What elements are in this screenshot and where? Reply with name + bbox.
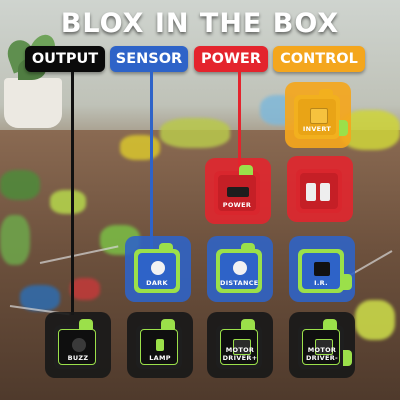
connector-tab	[343, 274, 352, 290]
background-blocks	[120, 135, 160, 160]
module-invert: INVERT	[294, 89, 348, 139]
module-dark: DARK	[134, 243, 180, 293]
module-label: LAMP	[149, 354, 171, 362]
category-control: CONTROL	[273, 46, 365, 72]
plant-pot	[4, 78, 62, 128]
module-buzz: BUZZ	[54, 319, 100, 369]
page-title: BLOX IN THE BOX	[60, 8, 340, 39]
module-body: DARK	[138, 253, 176, 289]
module-tile-power: POWER	[205, 158, 271, 224]
category-output: OUTPUT	[25, 46, 105, 72]
module-tile-ir: I.R.	[289, 236, 355, 302]
category-power: POWER	[194, 46, 268, 72]
module-tile-dark: DARK	[125, 236, 191, 302]
module-ir: I.R.	[298, 249, 352, 293]
background-blocks	[160, 118, 230, 148]
background-blocks	[0, 170, 40, 200]
connector-tab	[161, 319, 175, 329]
connector-icon	[306, 183, 316, 201]
module-distance: DISTANCE	[216, 243, 262, 293]
module-body	[300, 173, 338, 209]
module-tile-motor-driver-plus: MOTOR DRIVER+	[207, 312, 273, 378]
module-label: MOTOR DRIVER+	[222, 346, 258, 362]
module-tile-buzz: BUZZ	[45, 312, 111, 378]
output-connector-line	[71, 72, 74, 315]
module-label: BUZZ	[67, 354, 89, 362]
module-body: I.R.	[302, 253, 340, 289]
connector-tab	[339, 120, 348, 136]
sensor-icon	[151, 261, 165, 275]
background-blocks	[50, 190, 86, 214]
connector-icon	[320, 183, 330, 201]
connector-tab	[343, 350, 352, 366]
connector-tab	[239, 165, 253, 175]
module-body: MOTOR DRIVER-	[302, 329, 340, 365]
module-label: DISTANCE	[220, 279, 259, 287]
switch-icon	[227, 187, 249, 197]
module-tile-distance: DISTANCE	[207, 236, 273, 302]
lamp-icon	[156, 339, 164, 351]
connector-tab	[241, 243, 255, 253]
sensor-connector-line	[150, 72, 153, 250]
module-tile-control-2	[287, 156, 353, 222]
connector-tab	[323, 319, 337, 329]
chip-icon	[310, 108, 328, 124]
buzzer-icon	[72, 338, 86, 352]
module-motor-driver-minus: MOTOR DRIVER-	[298, 319, 352, 369]
module-body: MOTOR DRIVER+	[220, 329, 258, 365]
module-tile-invert: INVERT	[285, 82, 351, 148]
connector-tab	[159, 243, 173, 253]
module-tile-motor-driver-minus: MOTOR DRIVER-	[289, 312, 355, 378]
module-label: DARK	[146, 279, 168, 287]
sensor-icon	[233, 261, 247, 275]
module-body: LAMP	[140, 329, 178, 365]
connector-tab	[241, 319, 255, 329]
module-motor-driver-plus: MOTOR DRIVER+	[216, 319, 262, 369]
background-blocks	[0, 215, 30, 265]
module-label: I.R.	[314, 279, 328, 287]
power-connector-line	[238, 72, 241, 172]
module-body: BUZZ	[58, 329, 96, 365]
connector-tab	[79, 319, 93, 329]
module-battery	[296, 169, 342, 213]
module-body: INVERT	[298, 99, 336, 135]
module-body: POWER	[218, 175, 256, 211]
motor-icon	[315, 339, 333, 355]
module-power: POWER	[214, 165, 260, 215]
module-lamp: LAMP	[136, 319, 182, 369]
module-label: INVERT	[302, 125, 332, 133]
sensor-icon	[314, 262, 330, 276]
module-tile-lamp: LAMP	[127, 312, 193, 378]
module-body: DISTANCE	[220, 253, 258, 289]
motor-icon	[233, 339, 251, 355]
module-label: MOTOR DRIVER-	[305, 346, 339, 362]
background-blocks	[355, 300, 395, 340]
category-sensor: SENSOR	[110, 46, 188, 72]
connector-tab	[319, 89, 333, 99]
background-blocks	[70, 278, 100, 300]
module-label: POWER	[222, 201, 252, 209]
